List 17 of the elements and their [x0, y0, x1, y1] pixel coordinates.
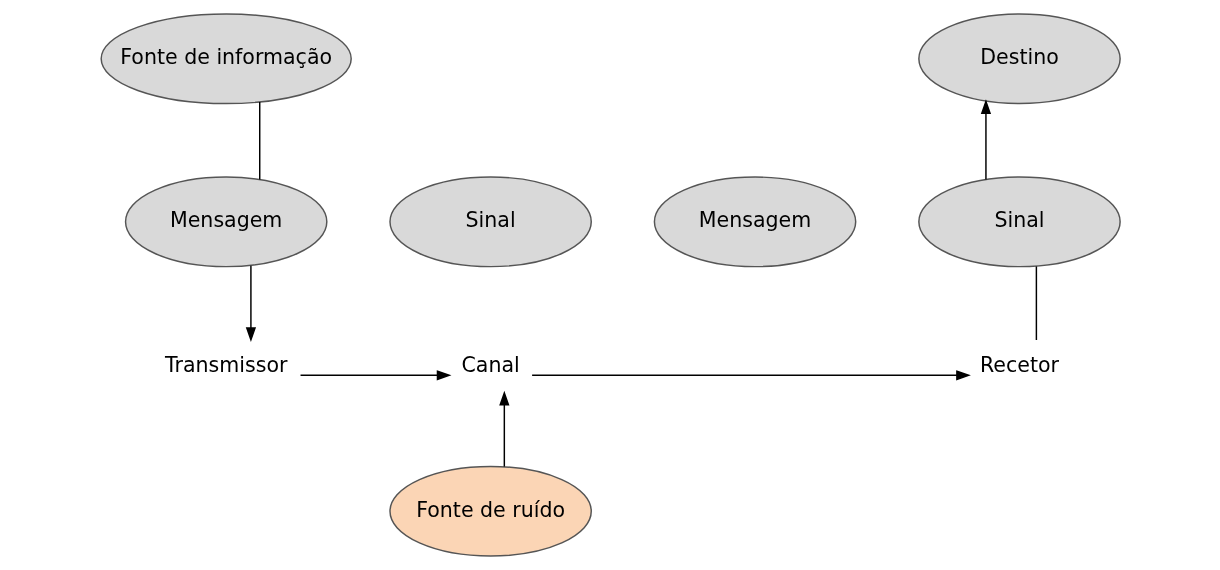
node-ellipse: Sinal	[388, 176, 592, 268]
node-ellipse: Sinal	[917, 176, 1121, 268]
node-ellipse: Mensagem	[124, 176, 328, 268]
node-ellipse: Mensagem	[653, 176, 856, 268]
node-text: Transmissor	[164, 352, 287, 377]
node-ellipse: Fonte de ruído	[388, 465, 592, 557]
node-ellipse: Fonte de informação	[99, 13, 352, 105]
arrow	[299, 370, 451, 381]
node-text: Recetor	[979, 352, 1059, 377]
arrow	[530, 370, 971, 381]
connector	[258, 101, 260, 181]
node-text: Canal	[460, 352, 520, 377]
arrow	[245, 264, 256, 342]
connector	[1035, 265, 1037, 341]
node-ellipse: Destino	[917, 13, 1121, 105]
arrow	[980, 99, 991, 181]
arrow	[498, 390, 509, 468]
